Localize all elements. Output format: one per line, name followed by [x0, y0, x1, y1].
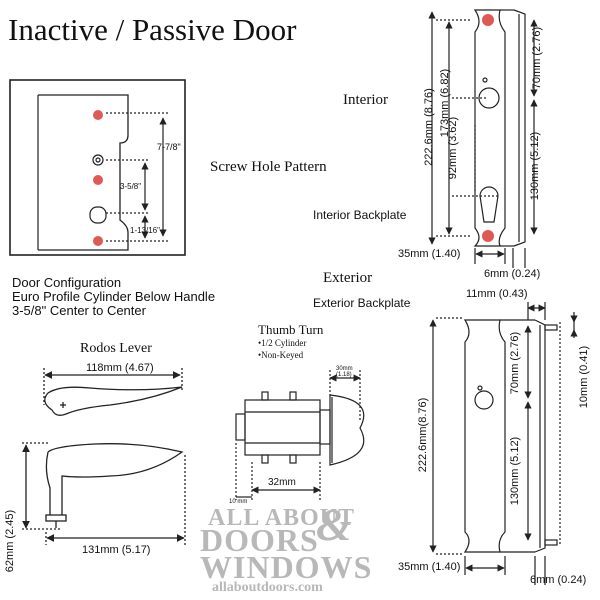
interior-backplate-label: Interior Backplate — [313, 208, 407, 222]
lever-dim-height: 62mm (2.45) — [4, 509, 16, 573]
door-config-line2: Euro Profile Cylinder Below Handle — [12, 289, 216, 304]
interior-dim-lower: 130mm (5.12) — [529, 131, 541, 201]
interior-dim-thickness: 6mm (0.24) — [484, 268, 541, 280]
interior-dim-overall: 222.6mm (8.76) — [423, 88, 435, 166]
interior-dim-top: 70mm (2.76) — [531, 26, 543, 90]
thumb-turn-bullet1: •1/2 Cylinder — [258, 338, 307, 348]
screw-hole — [93, 110, 103, 120]
thumb-turn-heading: Thumb Turn — [258, 322, 324, 337]
screw-pattern-diagram — [9, 79, 186, 256]
exterior-dim-width: 35mm (1.40) — [398, 561, 461, 573]
exterior-dim-thickness: 6mm (0.24) — [530, 574, 587, 586]
screw-hole — [482, 14, 494, 26]
interior-dim-width: 35mm (1.40) — [398, 248, 461, 260]
screw-hole — [93, 236, 103, 246]
interior-dim-center: 92mm (3.62) — [447, 116, 459, 180]
watermark-line1: ALL ABOUT — [208, 505, 356, 531]
dim-3-5-8: 3-5/8" — [120, 182, 142, 191]
watermark-url: allaboutdoors.com — [212, 580, 323, 595]
interior-backplate-drawing — [428, 9, 538, 268]
exterior-dim-top: 70mm (2.76) — [509, 331, 521, 395]
dim-1-13-16: 1-13/16" — [130, 226, 160, 235]
door-config-line3: 3-5/8" Center to Center — [12, 303, 146, 318]
exterior-backplate-label: Exterior Backplate — [313, 296, 411, 310]
page-title: Inactive / Passive Door — [8, 12, 297, 47]
thumb-turn-drawing — [235, 370, 365, 500]
thumb-turn-bullet2: •Non-Keyed — [258, 350, 304, 360]
door-config-line1: Door Configuration — [12, 275, 122, 290]
watermark-amp: & — [316, 499, 353, 550]
lever-heading: Rodos Lever — [80, 341, 152, 356]
watermark-line3: WINDOWS — [200, 549, 373, 585]
lever-dim-top: 118mm (4.67) — [86, 362, 154, 374]
rodos-lever-drawing — [22, 368, 186, 545]
interior-heading: Interior — [343, 92, 388, 108]
thumb-turn-dim-turn-in: (1.18) — [336, 372, 352, 378]
thumb-turn-dim-offset: 10 mm — [229, 499, 248, 505]
thumb-turn-dim-turn: 30mm — [336, 366, 353, 372]
thumb-turn-dim-cyl: 32mm — [268, 477, 296, 488]
dim-7-7-8: 7-7/8" — [157, 142, 181, 152]
screw-holes — [93, 110, 103, 246]
exterior-dim-overall: 222.6mm(8.76) — [417, 397, 429, 473]
screw-hole — [482, 230, 494, 242]
lever-dim-bottom: 131mm (5.17) — [82, 544, 151, 556]
interior-screw-holes — [482, 14, 494, 242]
exterior-dim-stud: 11mm (0.43) — [466, 288, 528, 300]
exterior-dim-lower: 130mm (5.12) — [509, 436, 521, 506]
screw-hole — [93, 175, 103, 185]
screw-hole-pattern-label: Screw Hole Pattern — [210, 159, 327, 175]
exterior-heading: Exterior — [323, 270, 373, 286]
exterior-backplate-drawing — [429, 302, 578, 585]
exterior-dim-stud-len: 10mm (0.41) — [578, 345, 590, 409]
watermark-line2: DOORS — [200, 522, 319, 558]
